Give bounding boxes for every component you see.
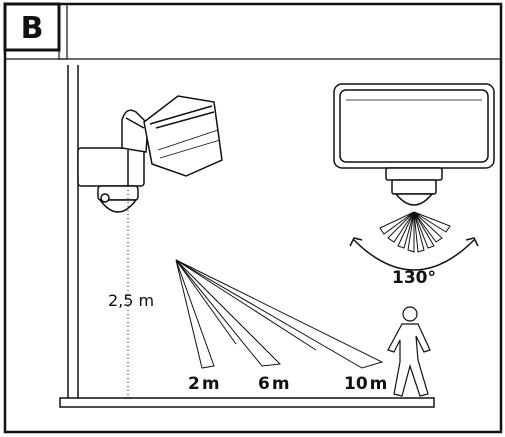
- detection-fan: [379, 211, 451, 253]
- height-dimension: 2,5 m: [108, 186, 154, 399]
- person-icon: [387, 306, 431, 397]
- beam-2m: [175, 259, 215, 369]
- angle-arc: [349, 237, 479, 271]
- detection-beams: [175, 259, 384, 369]
- wall: [67, 65, 79, 398]
- lamp-side-view: [77, 95, 223, 213]
- floor: [59, 397, 435, 408]
- angle-label: 130°: [392, 268, 436, 288]
- lamp-front-view: [333, 83, 495, 206]
- beam-10m: [175, 259, 384, 369]
- panel-letter: B: [21, 11, 44, 46]
- panel-border: [3, 2, 503, 434]
- panel-letter-box: B: [3, 2, 68, 60]
- beam-6m: [175, 259, 282, 367]
- height-label: 2,5 m: [108, 291, 154, 310]
